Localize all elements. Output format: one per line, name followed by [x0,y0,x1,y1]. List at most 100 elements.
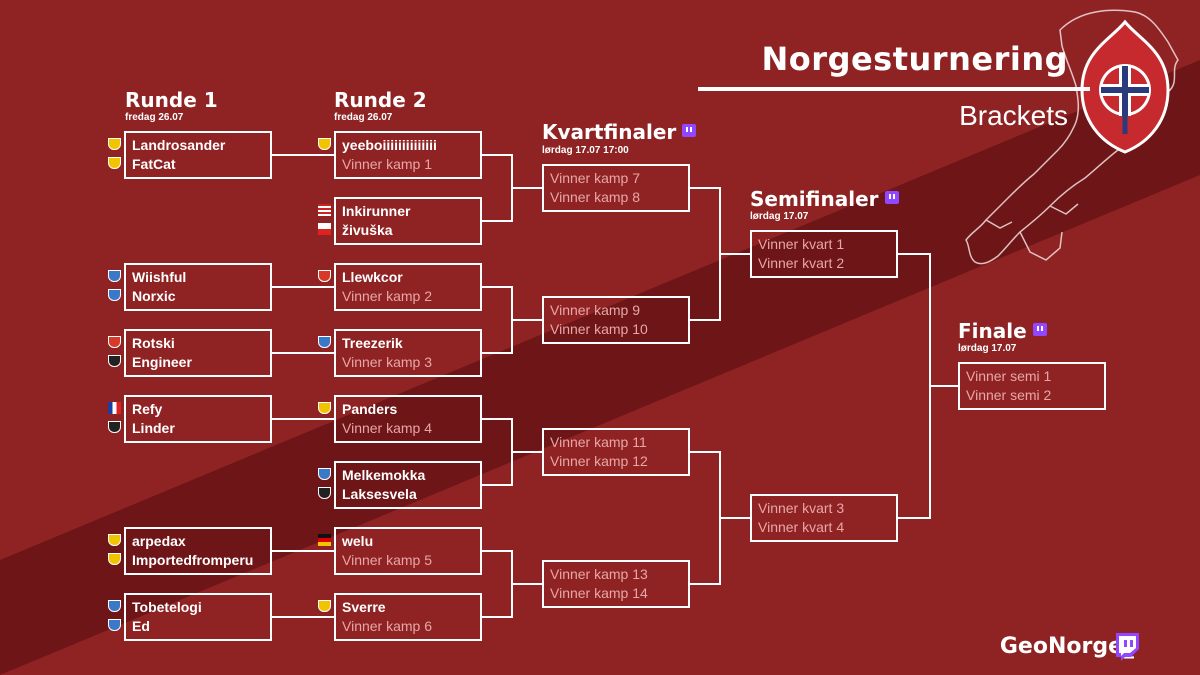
connector [482,154,513,222]
player-slot-bottom: Vinner kamp 4 [342,420,433,436]
blue-shield-flag-icon [108,270,121,282]
page-title: Norgesturnering [761,40,1068,78]
twitch-icon[interactable] [682,124,697,137]
match-box[interactable]: Vinner kvart 1 Vinner kvart 2 [750,230,898,278]
twitch-icon[interactable] [1112,631,1142,661]
red-shield-flag-icon [108,336,121,348]
round-title-text: Semifinaler [750,187,879,211]
player-slot-bottom: Vinner kvart 2 [758,255,845,271]
yellow-shield-flag-icon [108,157,121,169]
player-slot-top: Vinner kamp 11 [550,434,647,450]
player-slot-top: Landrosander [132,137,226,153]
round-title-text: Finale [958,319,1027,343]
player-slot-bottom: Vinner kamp 5 [342,552,433,568]
czech-flag-icon [318,223,331,235]
player-slot-top: Panders [342,401,398,417]
blue-shield-flag-icon [318,336,331,348]
round-title: Kvartfinaler [542,120,697,144]
yellow-shield-flag-icon [318,600,331,612]
player-slot-top: Inkirunner [342,203,411,219]
yellow-shield-flag-icon [108,534,121,546]
twitch-icon[interactable] [884,191,899,204]
player-slot-top: Vinner kvart 3 [758,500,845,516]
player-slot-bottom: Laksesvela [342,486,417,502]
connector [690,451,721,585]
round-date: fredag 26.07 [125,112,184,123]
round-title-text: Runde 2 [334,88,427,112]
player-slot-bottom: živuška [342,222,393,238]
player-slot-top: Sverre [342,599,386,615]
player-slot-bottom: Vinner kamp 2 [342,288,433,304]
round-title: Semifinaler [750,187,899,211]
player-slot-top: Llewkcor [342,269,403,285]
blue-shield-flag-icon [108,619,121,631]
player-slot-bottom: FatCat [132,156,176,172]
connector [482,286,513,354]
player-slot-bottom: Vinner kvart 4 [758,519,845,535]
round-title-text: Kvartfinaler [542,120,677,144]
player-slot-top: Tobetelogi [132,599,202,615]
player-slot-bottom: Linder [132,420,175,436]
player-slot-bottom: Vinner kamp 14 [550,585,648,601]
connector [482,550,513,618]
match-box[interactable]: Vinner kamp 13 Vinner kamp 14 [542,560,690,608]
player-slot-top: Vinner semi 1 [966,368,1052,384]
player-slot-top: Refy [132,401,163,417]
round-title: Runde 2 [334,88,427,112]
match-box[interactable]: Vinner kvart 3 Vinner kvart 4 [750,494,898,542]
yellow-shield-flag-icon [108,553,121,565]
player-slot-bottom: Norxic [132,288,176,304]
yellow-shield-flag-icon [108,138,121,150]
match-box[interactable]: Inkirunner živuška [334,197,482,245]
round-date: lørdag 17.07 [958,343,1017,354]
round-title: Runde 1 [125,88,218,112]
red-shield-flag-icon [318,270,331,282]
player-slot-top: Vinner kamp 7 [550,170,641,186]
player-slot-top: Wiishful [132,269,187,285]
blue-shield-flag-icon [318,468,331,480]
round-title-text: Runde 1 [125,88,218,112]
player-slot-bottom: Importedfromperu [132,552,254,568]
norway-flame-logo-icon [1080,19,1170,154]
twitch-icon[interactable] [1032,323,1047,336]
round-date: fredag 26.07 [334,112,393,123]
france-flag-icon [108,402,121,414]
player-slot-bottom: Ed [132,618,150,634]
round-date: lørdag 17.07 17:00 [542,145,629,156]
player-slot-bottom: Vinner kamp 6 [342,618,433,634]
unknown-flag-icon [108,421,121,433]
player-slot-top: Vinner kvart 1 [758,236,845,252]
yellow-shield-flag-icon [318,402,331,414]
unknown-flag-icon [318,487,331,499]
player-slot-top: Vinner kamp 13 [550,566,648,582]
usa-flag-icon [318,204,331,216]
blue-shield-flag-icon [108,600,121,612]
player-slot-bottom: Engineer [132,354,192,370]
unknown-flag-icon [108,355,121,367]
blue-shield-flag-icon [108,289,121,301]
player-slot-bottom: Vinner kamp 10 [550,321,648,337]
germany-flag-icon [318,534,331,546]
bracket-connectors [272,154,958,618]
round-title: Finale [958,319,1047,343]
channel-name: GeoNorge_ [999,634,1134,659]
